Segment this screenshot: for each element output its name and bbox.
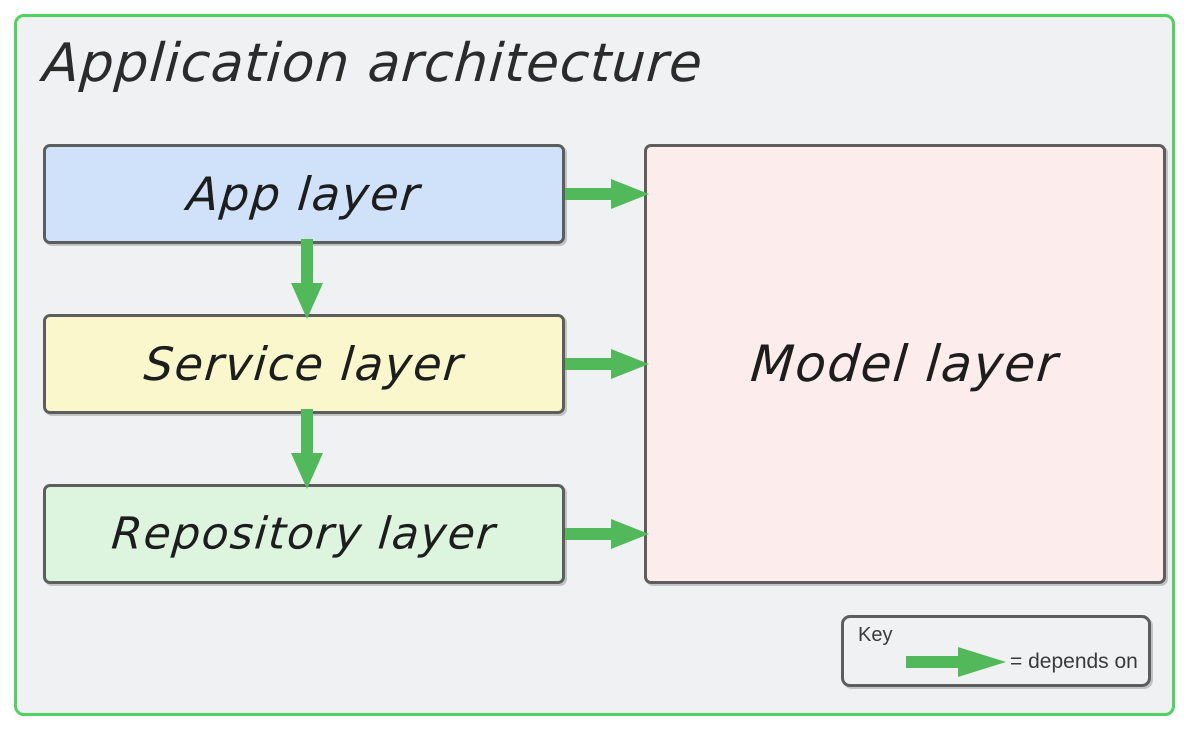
diagram-frame: Application architecture App layer Servi… [14, 14, 1175, 716]
box-repository-layer-label: Repository layer [109, 508, 499, 560]
box-repository-layer[interactable]: Repository layer [43, 484, 565, 584]
box-model-layer[interactable]: Model layer [644, 144, 1166, 584]
box-model-layer-label: Model layer [748, 335, 1062, 393]
box-app-layer-label: App layer [184, 167, 424, 221]
legend-arrow-right-icon [906, 647, 1006, 677]
box-app-layer[interactable]: App layer [43, 144, 565, 244]
box-service-layer[interactable]: Service layer [43, 314, 565, 414]
arrow-right-icon-app-to-model [565, 179, 649, 209]
page-title: Application architecture [40, 33, 706, 94]
legend-arrow-meaning: = depends on [1010, 650, 1138, 673]
arrow-right-icon-repository-to-model [565, 519, 649, 549]
arrow-right-icon-service-to-model [565, 349, 649, 379]
legend-key-box: Key = depends on [841, 615, 1151, 687]
arrow-down-icon-service-to-repository [291, 409, 323, 489]
arrow-down-icon-app-to-service [291, 239, 323, 319]
legend-title: Key [858, 624, 893, 646]
box-service-layer-label: Service layer [141, 337, 467, 391]
